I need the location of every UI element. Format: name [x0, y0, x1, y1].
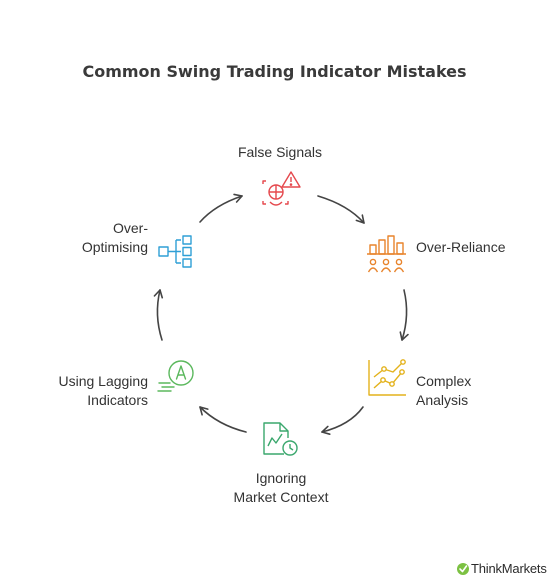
arrow-false-signals-to-over-reliance [317, 195, 365, 224]
arrow-ignoring-to-using-lagging [199, 406, 247, 433]
brand-logo: ThinkMarkets [471, 561, 547, 576]
step-label-line: Complex [416, 373, 472, 389]
warning-target-icon [262, 171, 301, 206]
step-label-line: Optimising [81, 239, 148, 255]
step-label-complex-analysis: Complex Analysis [416, 372, 516, 410]
step-label-line: Market Context [233, 489, 329, 505]
leaf-logo-icon [457, 563, 469, 575]
step-label-over-reliance: Over-Reliance [416, 238, 536, 257]
step-label-line: Using Lagging [58, 373, 148, 389]
arrow-over-reliance-to-complex-analysis [399, 289, 409, 341]
step-label-line: Over- [113, 220, 148, 236]
step-label-using-lagging-indicators: Using Lagging Indicators [20, 372, 148, 410]
step-label-line: False Signals [237, 144, 323, 160]
flow-network-icon [158, 235, 192, 268]
arrow-complex-analysis-to-ignoring [321, 406, 364, 435]
cycle-arrows [153, 193, 409, 435]
step-label-over-optimising: Over- Optimising [40, 219, 148, 257]
diagram-title: Common Swing Trading Indicator Mistakes [82, 62, 467, 81]
step-label-ignoring-market-context: Ignoring Market Context [216, 469, 346, 507]
step-label-line: Over-Reliance [416, 239, 506, 255]
document-clock-icon [263, 422, 298, 456]
step-label-line: Analysis [416, 392, 469, 408]
speed-letter-icon [157, 360, 194, 392]
step-label-line: Ignoring [255, 470, 307, 486]
arrow-using-lagging-to-over-optimising [153, 289, 164, 341]
line-chart-icon [368, 359, 406, 396]
brand-logo-text: ThinkMarkets [471, 561, 547, 576]
arrow-over-optimising-to-false-signals [199, 193, 243, 223]
step-label-false-signals: False Signals [228, 143, 332, 162]
step-label-line: Indicators [87, 392, 148, 408]
bar-chart-people-icon [367, 235, 406, 273]
